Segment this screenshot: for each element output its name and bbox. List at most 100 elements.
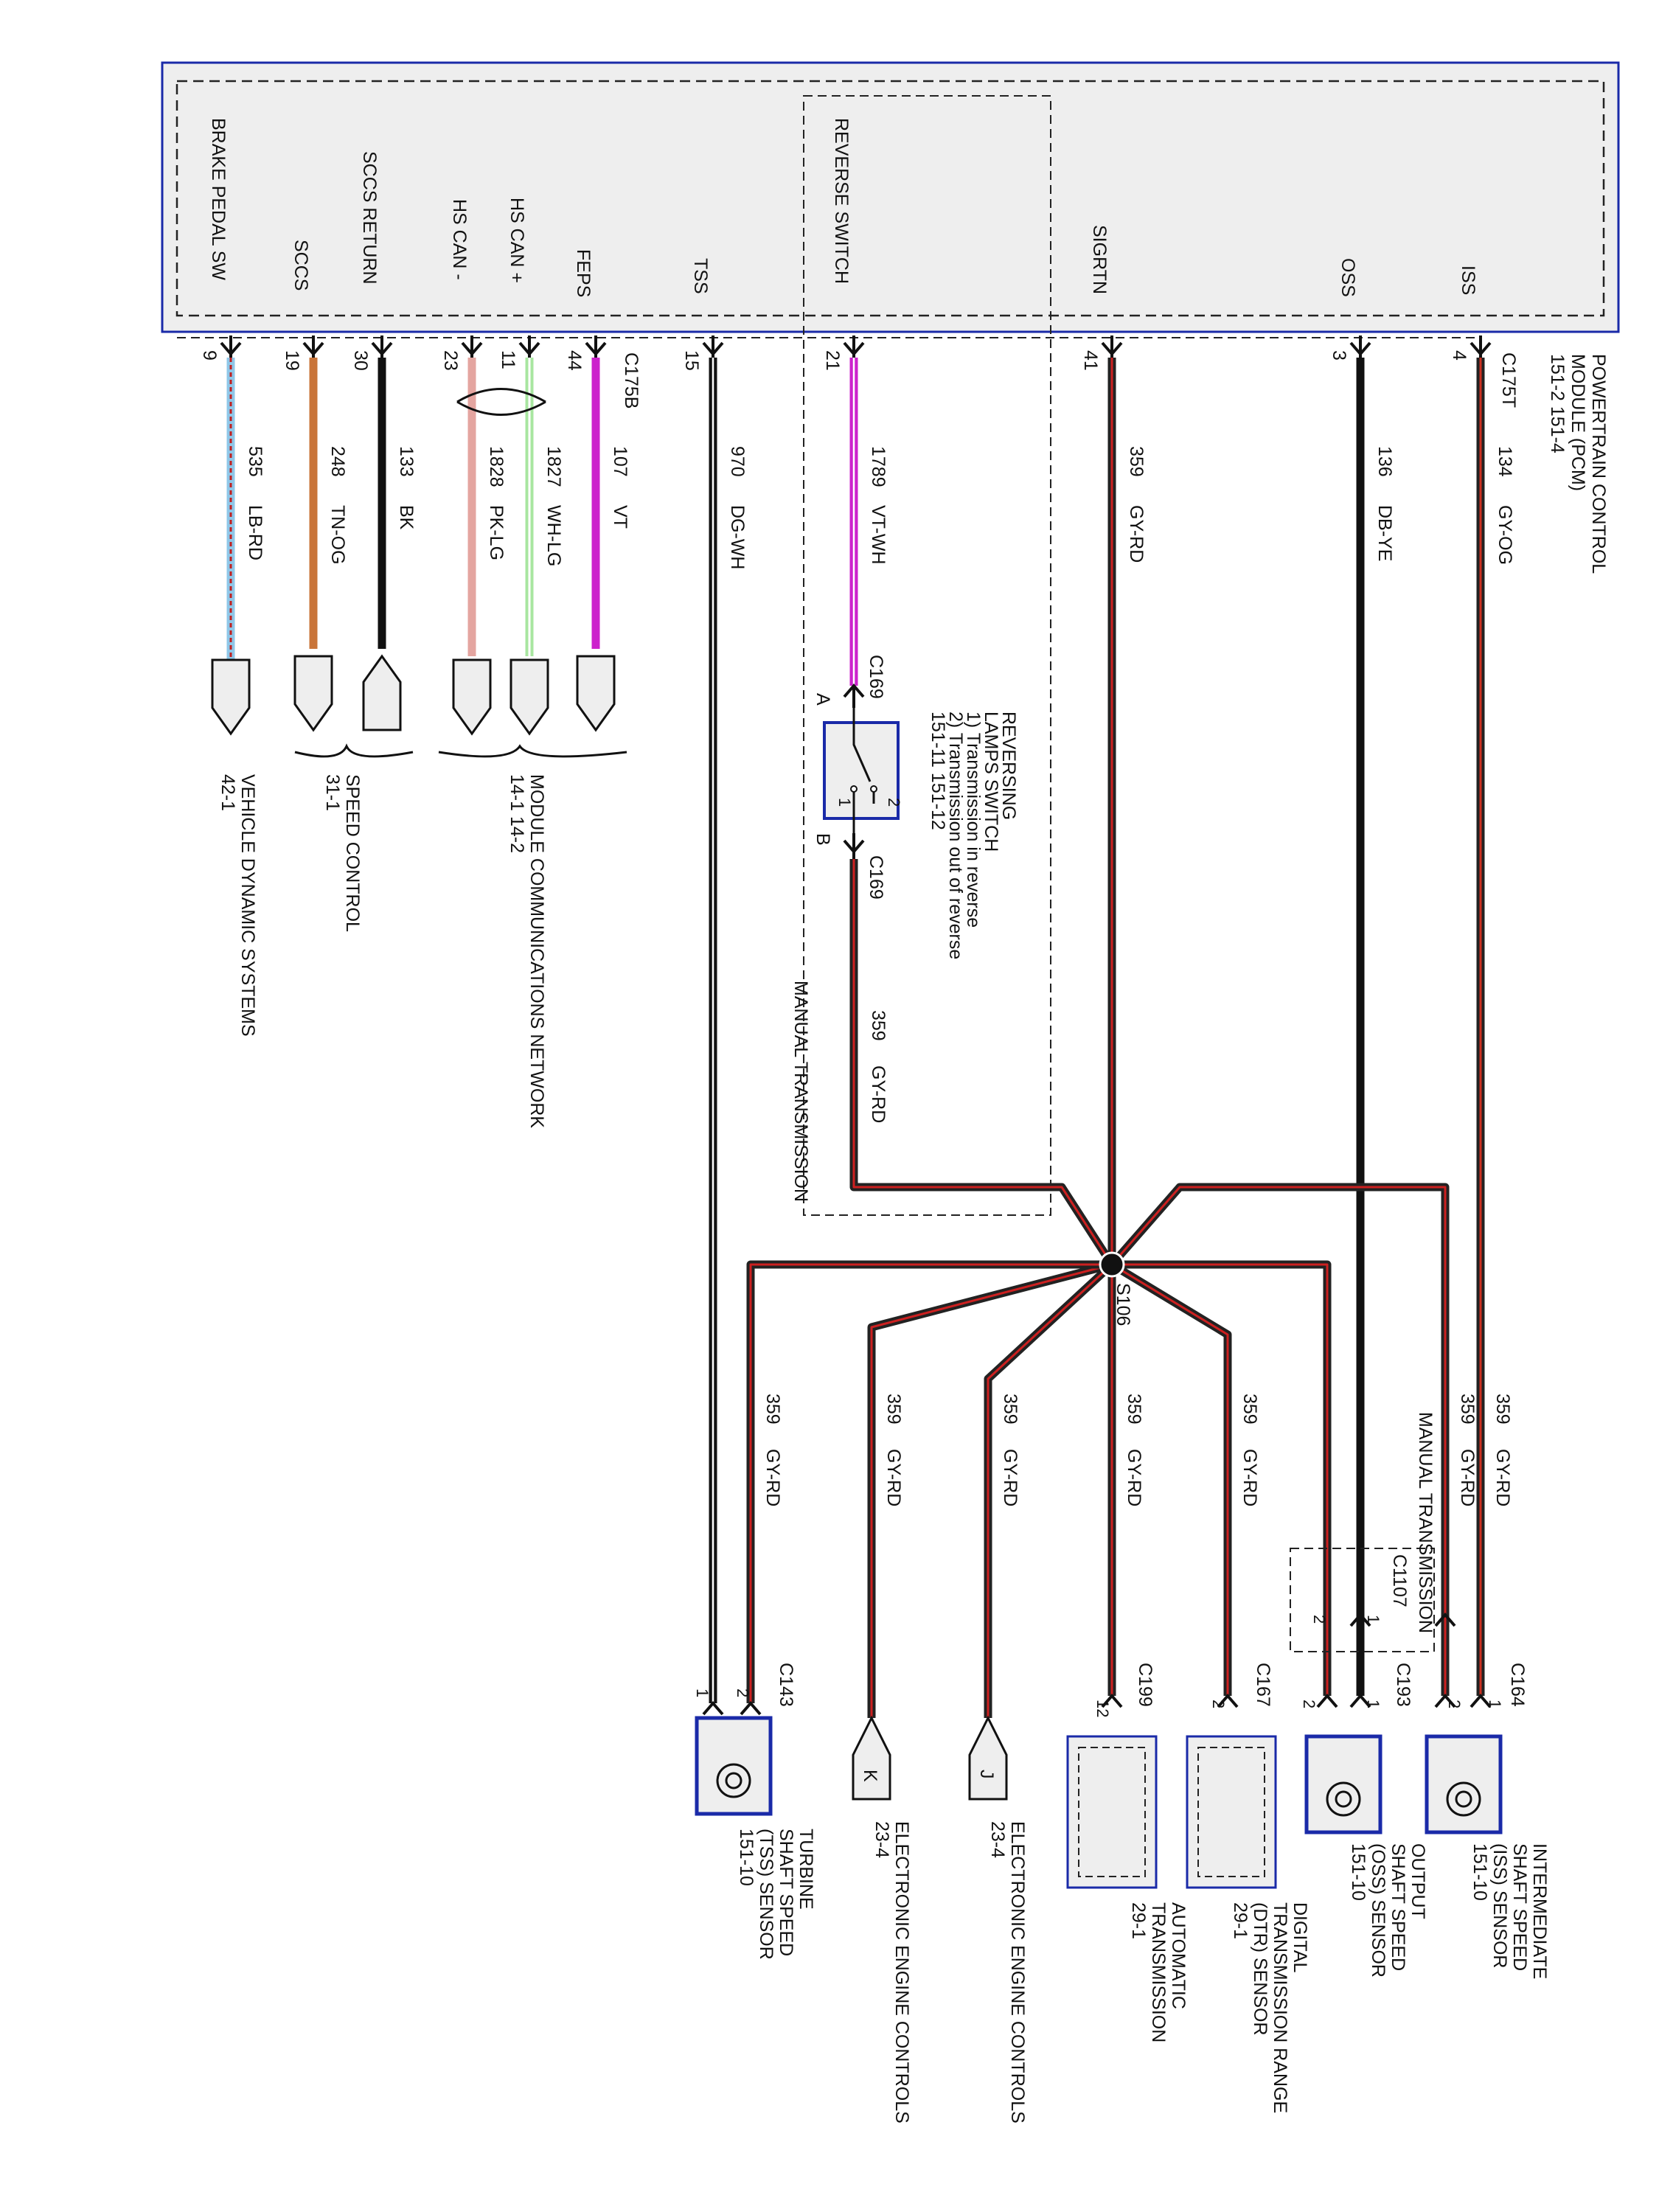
branch-color-b-k: GY-RD xyxy=(883,1449,904,1506)
manual-transmission-region xyxy=(803,95,1051,1216)
connector-k-letter: K xyxy=(860,1770,880,1782)
splice-label: S106 xyxy=(1113,1283,1133,1326)
component-iss-line-3: 151-10 xyxy=(1470,1843,1490,1901)
pcm-title-2: MODULE (PCM) xyxy=(1568,354,1588,491)
branch-circuit-b-k: 359 xyxy=(883,1394,904,1425)
reversing-switch-label-line-2: 1) Transmission in reverse xyxy=(963,712,984,928)
circuit-tss: 970 xyxy=(727,446,748,477)
component-tss-line-0: TURBINE xyxy=(796,1829,816,1910)
pcm-inner-dashed xyxy=(175,80,1605,317)
connector-c164: C164 xyxy=(1507,1663,1528,1707)
manual-transmission-label-2: MANUAL TRANSMISSION xyxy=(1415,1412,1436,1633)
dtr-inner-box xyxy=(1197,1747,1265,1877)
component-tss-line-3: 151-10 xyxy=(736,1829,757,1886)
color-code-hscanp: WH-LG xyxy=(543,505,564,566)
reverse-arrow-b xyxy=(843,833,865,859)
circuit-sccsret: 133 xyxy=(396,446,417,477)
pin-signal-sccsret: SCCS RETURN xyxy=(359,151,380,285)
pin-c1107-2: 2 xyxy=(1310,1615,1329,1624)
color-code-tss: DG-WH xyxy=(727,505,748,569)
tss-sensor-box xyxy=(695,1716,773,1816)
gear-icon xyxy=(716,1763,1481,1817)
component-oss-line-1: SHAFT SPEED xyxy=(1388,1843,1408,1971)
reversing-switch-out-circuit: 359 xyxy=(868,1010,888,1041)
component-dtr-line-1: TRANSMISSION RANGE xyxy=(1270,1902,1290,2113)
component-eec-k-line-1: 23-4 xyxy=(872,1821,892,1858)
pin-signal-tss: TSS xyxy=(690,258,711,294)
circuit-oss: 136 xyxy=(1374,446,1395,477)
reversing-switch-label-line-1: LAMPS SWITCH xyxy=(981,712,1001,852)
circuit-brake: 535 xyxy=(245,446,265,477)
pin-signal-sccs: SCCS xyxy=(291,240,311,291)
component-dtr-line-3: 29-1 xyxy=(1230,1902,1251,1939)
pin-signal-sigrtn: SIGRTN xyxy=(1089,225,1110,294)
pin-number-iss: 4 xyxy=(1449,350,1470,361)
c1107-connector-box xyxy=(1290,1548,1435,1652)
branch-color-b-at: GY-RD xyxy=(1124,1449,1144,1506)
pin-tss-2: 2 xyxy=(734,1688,752,1697)
dtr-sensor-box xyxy=(1186,1735,1277,1889)
at-inner-box xyxy=(1078,1747,1146,1877)
pin-signal-brake: BRAKE PEDAL SW xyxy=(208,118,229,280)
connector-c193: C193 xyxy=(1393,1663,1413,1707)
pcm-title-3: 151-2 151-4 xyxy=(1547,354,1568,453)
dest-speed-control-line-0: SPEED CONTROL xyxy=(342,774,363,932)
color-code-brake: LB-RD xyxy=(245,505,265,560)
pin-oss-2: 2 xyxy=(1300,1700,1318,1708)
circuit-hscanp: 1827 xyxy=(543,446,564,487)
color-code-rev: VT-WH xyxy=(868,505,888,565)
circuit-iss: 134 xyxy=(1495,446,1515,477)
component-tss-line-1: SHAFT SPEED xyxy=(776,1829,796,1956)
color-code-sccsret: BK xyxy=(396,505,417,530)
reversing-switch-label-line-3: 2) Transmission out of reverse xyxy=(945,712,966,959)
branch-circuit-b-tss: 359 xyxy=(762,1394,783,1425)
color-code-sigrtn: GY-RD xyxy=(1126,505,1147,563)
dest-vds-line-0: VEHICLE DYNAMIC SYSTEMS xyxy=(237,774,258,1037)
pin-number-oss: 3 xyxy=(1329,350,1349,361)
connector-j-shape xyxy=(968,1715,1008,1801)
at-box xyxy=(1066,1735,1158,1889)
pin-c1107-1: 1 xyxy=(1364,1615,1382,1624)
component-eec-j-line-0: ELECTRONIC ENGINE CONTROLS xyxy=(1007,1821,1028,2124)
reversing-switch-pos-1: 1 xyxy=(835,798,854,807)
pin-number-hscanm: 23 xyxy=(440,350,461,371)
component-oss-line-0: OUTPUT xyxy=(1408,1843,1428,1919)
color-code-oss: DB-YE xyxy=(1374,505,1395,561)
dest-speed-control-line-1: 31-1 xyxy=(322,774,343,811)
pin-iss-1: 1 xyxy=(1486,1700,1504,1708)
pcm-title-1: POWERTRAIN CONTROL xyxy=(1588,354,1609,574)
brace-speed-control xyxy=(294,743,414,758)
pcm-arrows xyxy=(220,335,1492,358)
connector-c175b: C175B xyxy=(621,352,641,408)
component-iss-line-2: (ISS) SENSOR xyxy=(1489,1843,1510,1968)
component-at-line-0: AUTOMATIC xyxy=(1168,1902,1189,2009)
branch-circuit-b-j: 359 xyxy=(1000,1394,1020,1425)
pin-tss-1: 1 xyxy=(693,1688,712,1697)
branch-circuit-b-oss: 359 xyxy=(1457,1394,1478,1425)
twisted-pair-marker xyxy=(456,388,546,416)
reversing-switch-label-line-0: REVERSING xyxy=(998,712,1019,820)
dest-vds-line-1: 42-1 xyxy=(218,774,238,811)
pin-signal-rev: REVERSE SWITCH xyxy=(831,118,852,284)
component-eec-j-line-1: 23-4 xyxy=(987,1821,1008,1858)
splice-dot xyxy=(1099,1251,1125,1278)
reversing-switch-conn-a: C169 xyxy=(866,655,886,699)
color-code-iss: GY-OG xyxy=(1495,505,1515,565)
pin-signal-oss: OSS xyxy=(1338,258,1358,297)
branch-circuit-b-dtr: 359 xyxy=(1239,1394,1260,1425)
reversing-switch-label-line-4: 151-11 151-12 xyxy=(928,712,948,830)
dest-mcn-line-1: 14-1 14-2 xyxy=(507,774,527,853)
pin-number-rev: 21 xyxy=(822,350,843,371)
reversing-switch-pin-a: A xyxy=(813,693,833,706)
pcm-module-box xyxy=(161,61,1620,333)
manual-transmission-label-1: MANUAL TRANSMISSION xyxy=(790,981,811,1202)
connector-j-letter: J xyxy=(976,1770,997,1779)
branch-color-b-tss: GY-RD xyxy=(762,1449,783,1506)
connector-c1107: C1107 xyxy=(1389,1554,1410,1607)
oss-sensor-box xyxy=(1304,1734,1382,1834)
connector-k-shape xyxy=(852,1715,891,1801)
pin-at-12: 12 xyxy=(1093,1700,1112,1717)
circuit-hscanm: 1828 xyxy=(486,446,507,487)
component-iss-line-0: INTERMEDIATE xyxy=(1529,1843,1550,1979)
circuit-sigrtn: 359 xyxy=(1126,446,1147,477)
